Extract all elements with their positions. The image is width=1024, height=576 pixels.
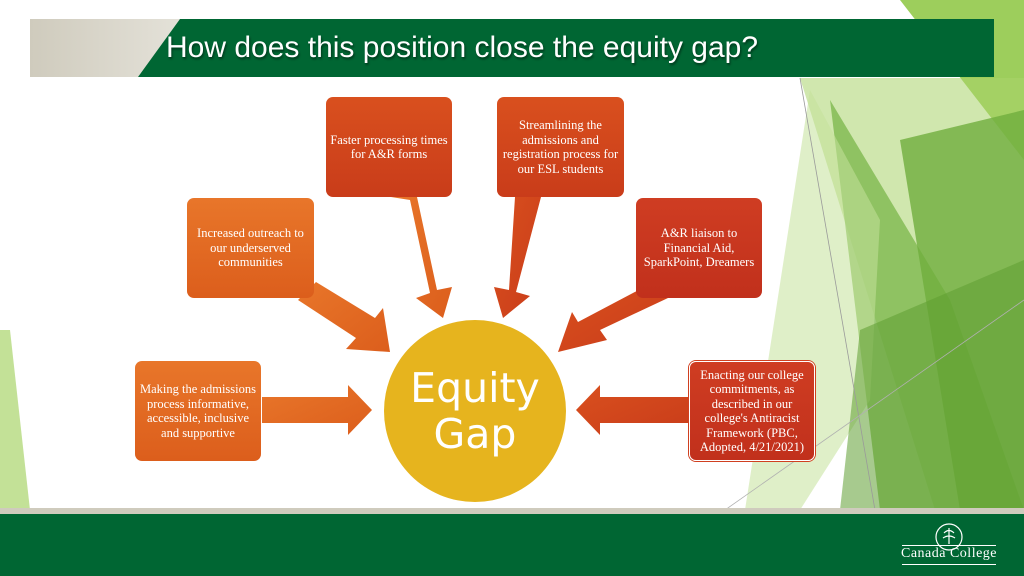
- box-streamlining: Streamlining the admissions and registra…: [497, 97, 624, 197]
- center-line-2: Gap: [433, 410, 517, 458]
- arrow-enacting: [576, 385, 690, 435]
- footer-bar: [0, 514, 1024, 576]
- box-increased-outreach: Increased outreach to our underserved co…: [187, 198, 314, 298]
- college-logo-text: Canada College: [900, 546, 998, 561]
- title-bar: [138, 19, 994, 77]
- box-enacting-commitments: Enacting our college commitments, as des…: [689, 361, 815, 461]
- arrow-faster: [391, 197, 452, 318]
- college-seal-icon: [935, 523, 963, 551]
- footer-rule: [0, 508, 1024, 514]
- equity-gap-circle: Equity Gap: [384, 320, 566, 502]
- box-ar-liaison: A&R liaison to Financial Aid, SparkPoint…: [636, 198, 762, 298]
- center-line-1: Equity: [410, 364, 540, 412]
- slide-title: How does this position close the equity …: [166, 31, 759, 64]
- box-making-process: Making the admissions process informativ…: [135, 361, 261, 461]
- box-faster-processing: Faster processing times for A&R forms: [326, 97, 452, 197]
- logo-rule-bottom: [902, 564, 996, 565]
- logo-rule-top: [902, 545, 996, 546]
- arrow-streamlining: [494, 197, 541, 318]
- arrow-liaison: [558, 283, 668, 352]
- arrow-making: [262, 385, 372, 435]
- arrow-outreach: [298, 282, 390, 352]
